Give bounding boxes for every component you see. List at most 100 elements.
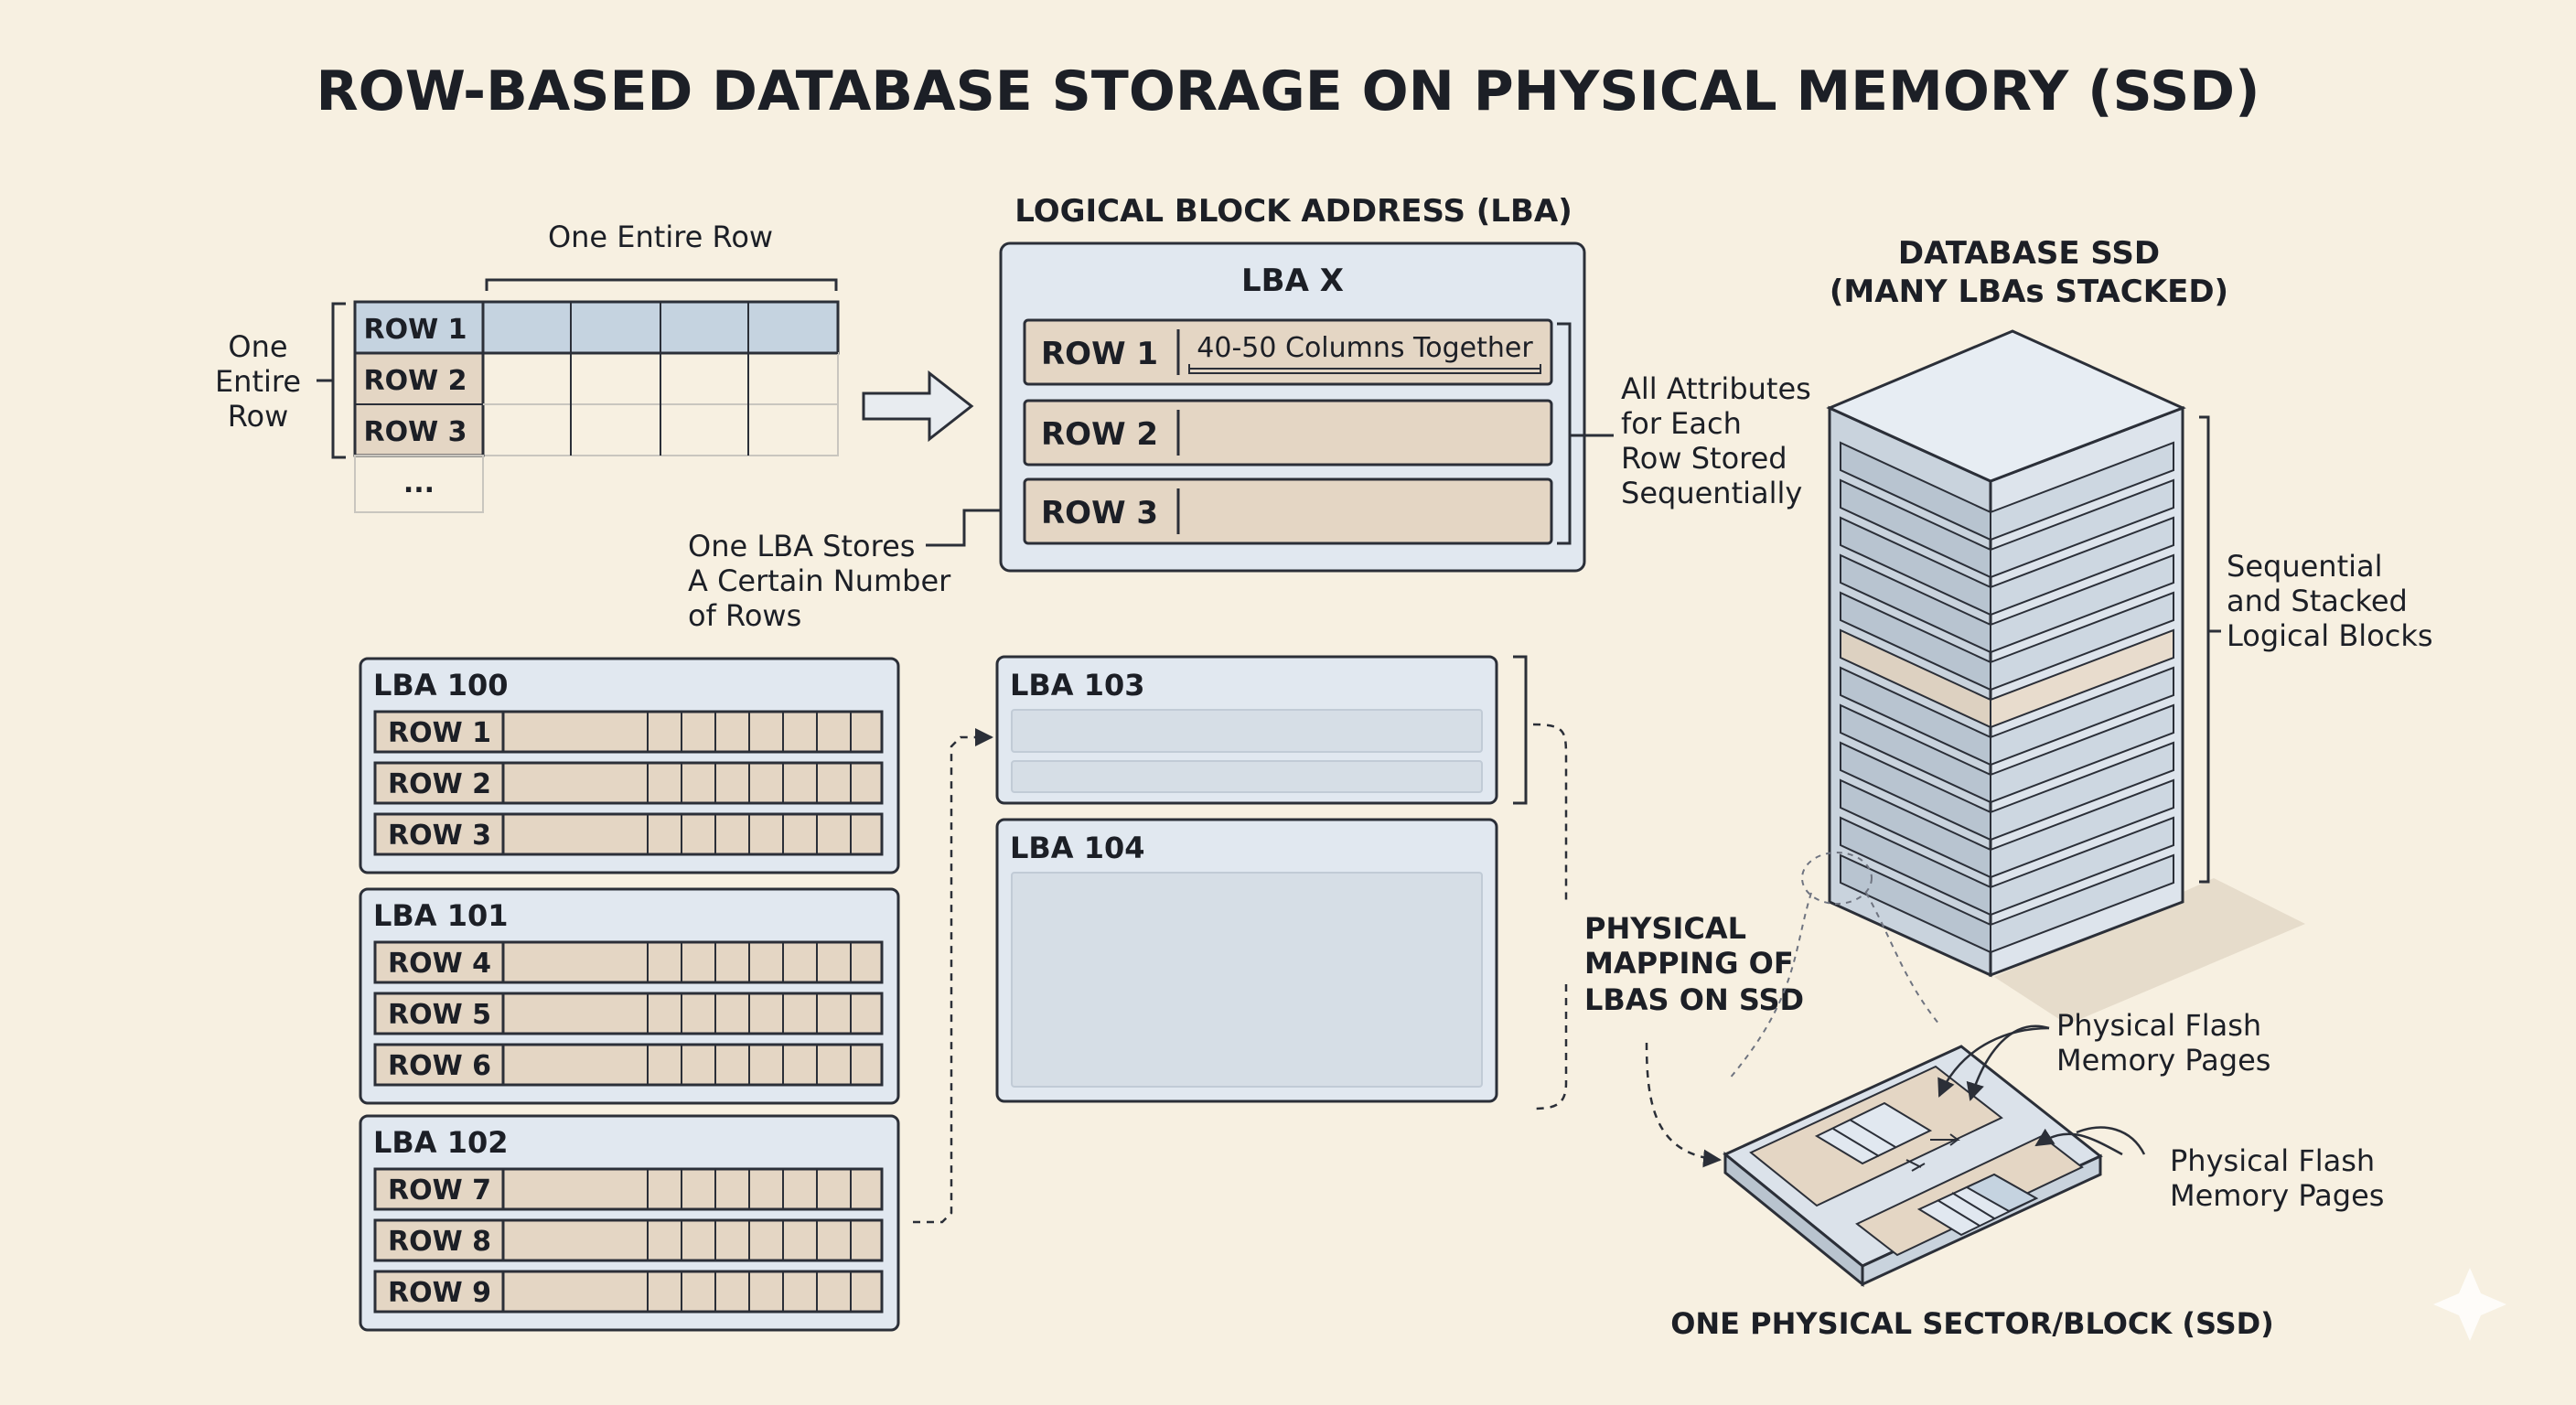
mapping-bracket: [1532, 723, 1568, 1110]
ssd-layer: [1840, 778, 2174, 879]
ssd-layer: [1840, 628, 2174, 729]
ssd-stack: DATABASE SSD (MANY LBAs STACKED) Sequent…: [1826, 235, 2433, 1024]
attributes-note-4: Sequentially: [1621, 476, 1802, 510]
stack-note-3: Logical Blocks: [2227, 618, 2433, 653]
one-entire-row-top-label: One Entire Row: [548, 220, 773, 254]
mapping-to-chip-connector: [1645, 1042, 1722, 1168]
ssd-stack-bracket: [2199, 415, 2210, 884]
lba-note-3: of Rows: [688, 598, 801, 633]
columns-note: 40-50 Columns Together: [1197, 332, 1533, 364]
table-row-1-label: ROW 1: [363, 314, 467, 346]
lba-note-2: A Certain Number: [688, 563, 951, 598]
page-note-1-line-1: Physical Flash: [2056, 1008, 2261, 1043]
lba-row-label: ROW 8: [388, 1226, 491, 1258]
ellipsis-cell: [354, 455, 484, 513]
lba-row: [373, 812, 884, 856]
ssd-layer: [1840, 703, 2174, 804]
lba-row-label: ROW 6: [388, 1050, 491, 1082]
lba-detail: LOGICAL BLOCK ADDRESS (LBA) LBA X ROW 1 …: [688, 193, 1811, 633]
lba-row: [373, 1218, 884, 1262]
lba-104-slot: [1011, 872, 1483, 1088]
controller-arrows-icon: [1930, 1133, 1960, 1146]
lba-row-label: ROW 3: [388, 820, 491, 852]
lba-103-slot-2: [1011, 760, 1483, 793]
lba-x-row-1-label: ROW 1: [1041, 336, 1158, 372]
lba-row-label: ROW 4: [388, 948, 491, 980]
stack-note-2: and Stacked: [2227, 584, 2408, 618]
attributes-note-1: All Attributes: [1621, 371, 1811, 406]
lba-102-to-103-connector: [913, 728, 993, 1224]
ssd-title-1: DATABASE SSD: [1898, 235, 2160, 272]
lba-note-1: One LBA Stores: [688, 529, 915, 563]
lba-note-leader: [926, 509, 1001, 547]
attributes-bracket: [1557, 322, 1614, 545]
attributes-note-2: for Each: [1621, 406, 1742, 441]
top-bracket: [485, 278, 838, 291]
table-ellipsis: ...: [403, 467, 435, 499]
lba-103-name: LBA 103: [1010, 668, 1144, 702]
lba-detail-header: LOGICAL BLOCK ADDRESS (LBA): [1014, 193, 1572, 230]
stack-note-1: Sequential: [2227, 549, 2383, 584]
ssd-layer: [1840, 741, 2174, 842]
mapping-label-2: MAPPING OF: [1584, 946, 1794, 981]
ssd-layer: [1840, 591, 2174, 692]
lba-row-label: ROW 5: [388, 999, 491, 1031]
ssd-top-face: [1826, 329, 2186, 483]
lba-103-bracket: [1513, 655, 1528, 805]
page-note-2-line-1: Physical Flash: [2170, 1143, 2375, 1178]
sparkle-icon: [2433, 1268, 2506, 1341]
ssd-title-2: (MANY LBAs STACKED): [1830, 273, 2228, 310]
mapping-label-1: PHYSICAL: [1584, 911, 1746, 946]
right-block-arrow-icon: [862, 370, 974, 443]
lba-row: [373, 940, 884, 984]
lba-x-row-2-label: ROW 2: [1041, 416, 1158, 453]
lba-row: [373, 992, 884, 1035]
lba-row: [373, 1043, 884, 1087]
ssd-layer: [1840, 553, 2174, 654]
lba-row: [373, 761, 884, 805]
lba-x-row-3-label: ROW 3: [1041, 495, 1158, 531]
sector-label: ONE PHYSICAL SECTOR/BLOCK (SSD): [1670, 1306, 2274, 1341]
side-label-line-3: Row: [228, 399, 289, 434]
ssd-layer: [1840, 666, 2174, 767]
table-row-3-label: ROW 3: [363, 416, 467, 448]
lba-row-label: ROW 7: [388, 1174, 491, 1207]
side-label-line-2: Entire: [215, 364, 301, 399]
lba-x-row-2: [1023, 399, 1553, 467]
ssd-layer: [1840, 853, 2174, 954]
side-bracket: [317, 302, 346, 459]
ssd-layer: [1840, 516, 2174, 617]
mapping-label-3: LBAS ON SSD: [1584, 982, 1804, 1017]
lba-row: [373, 1270, 884, 1314]
side-label-line-1: One: [228, 329, 287, 364]
table-example: One Entire Row One Entire Row ROW 1 ROW …: [215, 220, 840, 513]
columns-bracket: [1188, 364, 1541, 374]
ssd-layer: [1840, 441, 2174, 542]
lba-x-row-3: [1023, 477, 1553, 545]
page-note-1-line-2: Memory Pages: [2056, 1043, 2270, 1078]
lba-103-slot-1: [1011, 709, 1483, 753]
table-row-2-label: ROW 2: [363, 365, 467, 397]
ssd-layers: [1840, 441, 2174, 954]
lba-row-label: ROW 1: [388, 717, 491, 749]
lba-block-name: LBA 102: [373, 1125, 508, 1160]
lba-next-blocks: LBA 103 LBA 104: [995, 655, 1568, 1110]
attributes-note-3: Row Stored: [1621, 441, 1787, 476]
ssd-layer: [1840, 816, 2174, 917]
lba-x-name: LBA X: [1241, 263, 1344, 299]
lba-block-name: LBA 101: [373, 898, 508, 933]
lba-block-name: LBA 100: [373, 668, 508, 702]
page-note-2-line-2: Memory Pages: [2170, 1178, 2384, 1213]
lba-row: [373, 1167, 884, 1211]
lba-104-name: LBA 104: [1010, 831, 1144, 865]
lba-row: [373, 710, 884, 754]
ssd-layer: [1840, 478, 2174, 579]
lba-row-label: ROW 2: [388, 768, 491, 800]
physical-chip: Physical Flash Memory Pages Physical Fla…: [1670, 1008, 2384, 1341]
zoom-focus-ring: [1801, 852, 1873, 905]
